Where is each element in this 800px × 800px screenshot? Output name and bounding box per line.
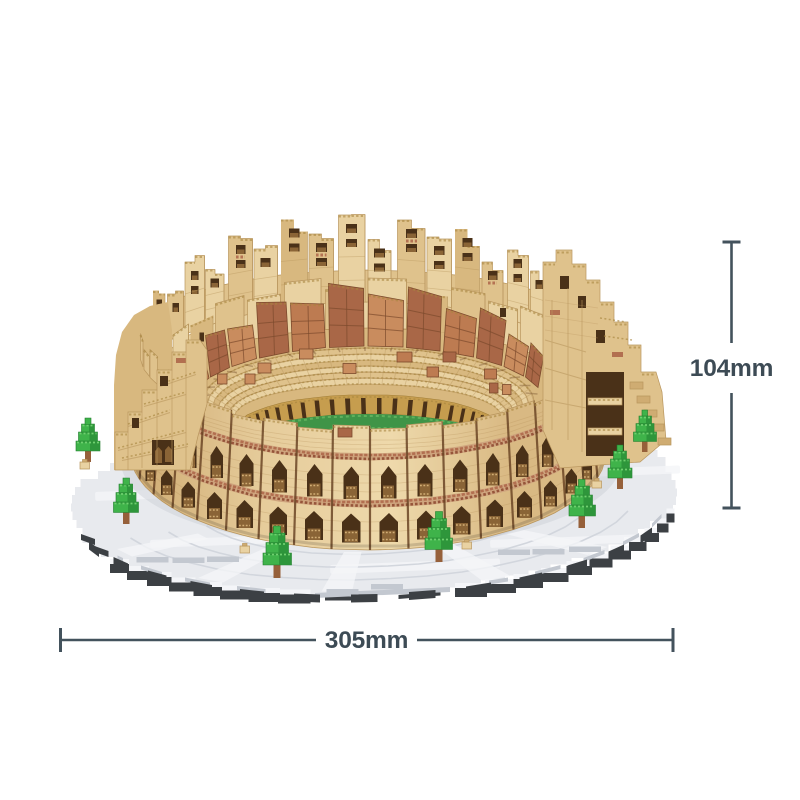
right-ruin-body bbox=[542, 249, 667, 469]
right-ruin bbox=[542, 249, 672, 469]
tree-tops bbox=[84, 409, 648, 534]
colosseum-model bbox=[114, 214, 672, 551]
tier-terracotta-chunk bbox=[217, 373, 228, 385]
rim-damage-patch bbox=[337, 427, 353, 438]
terracotta-slab bbox=[443, 307, 477, 358]
trees bbox=[75, 409, 657, 578]
red-stud-rows bbox=[236, 239, 562, 296]
terracotta-slab bbox=[205, 329, 230, 378]
loose-brick-studs bbox=[82, 459, 600, 547]
rim-chunk bbox=[149, 348, 158, 386]
red-accents bbox=[550, 310, 623, 357]
terracotta-slab bbox=[503, 333, 529, 377]
tier-terracotta-chunk bbox=[257, 362, 272, 374]
recess-arches bbox=[155, 446, 172, 463]
stud-rows bbox=[544, 251, 655, 376]
ruin-seams bbox=[127, 352, 187, 470]
tier-terracotta-chunk bbox=[426, 366, 439, 378]
ruin-ledges bbox=[544, 288, 587, 452]
red-accent bbox=[176, 358, 186, 363]
tier-terracotta-chunk bbox=[396, 351, 413, 363]
passage-floor bbox=[587, 397, 623, 406]
base-front-curb bbox=[315, 587, 450, 598]
plate-highlights bbox=[117, 529, 608, 592]
tree-studs bbox=[77, 416, 656, 556]
slope-steps bbox=[629, 381, 672, 446]
ruin-window bbox=[160, 376, 168, 386]
loose-bricks bbox=[79, 461, 602, 554]
base-steps bbox=[136, 546, 601, 595]
ruin-windows bbox=[560, 276, 605, 343]
tier-terracotta-chunk bbox=[489, 382, 499, 394]
tier-terracotta-chunk bbox=[442, 351, 457, 363]
flank-ledge-studs bbox=[117, 371, 197, 459]
height-dimension-label: 104mm bbox=[690, 355, 773, 382]
terracotta-slab bbox=[227, 324, 257, 368]
wall-bottom-shadow bbox=[132, 459, 605, 548]
ruin-courses bbox=[544, 299, 599, 339]
terracotta-slab bbox=[476, 307, 507, 367]
tier-terracotta-chunk bbox=[244, 373, 256, 385]
tier-terracotta-chunk bbox=[299, 348, 314, 360]
ledge-studs bbox=[599, 317, 633, 341]
stud-rows bbox=[190, 284, 545, 364]
left-flank-body bbox=[114, 339, 208, 471]
ruin-window bbox=[132, 418, 139, 428]
outer-wall bbox=[131, 355, 605, 551]
left-ruin bbox=[114, 339, 208, 471]
height-dimension: 104mm bbox=[690, 240, 773, 510]
width-dimension-label: 305mm bbox=[325, 627, 408, 654]
rim-chunk bbox=[143, 348, 150, 378]
tier-terracotta-chunk bbox=[342, 363, 357, 374]
tier-terracotta-chunk bbox=[484, 368, 497, 380]
passage-floor bbox=[587, 427, 623, 436]
doorways bbox=[236, 398, 499, 440]
terracotta-slab bbox=[256, 301, 290, 359]
tier-stud-rows bbox=[205, 347, 531, 411]
stud-rows bbox=[116, 341, 199, 436]
ruin-passage bbox=[586, 372, 624, 456]
tier-terracotta-chunk bbox=[502, 384, 512, 395]
width-dimension: 305mm bbox=[59, 627, 675, 654]
